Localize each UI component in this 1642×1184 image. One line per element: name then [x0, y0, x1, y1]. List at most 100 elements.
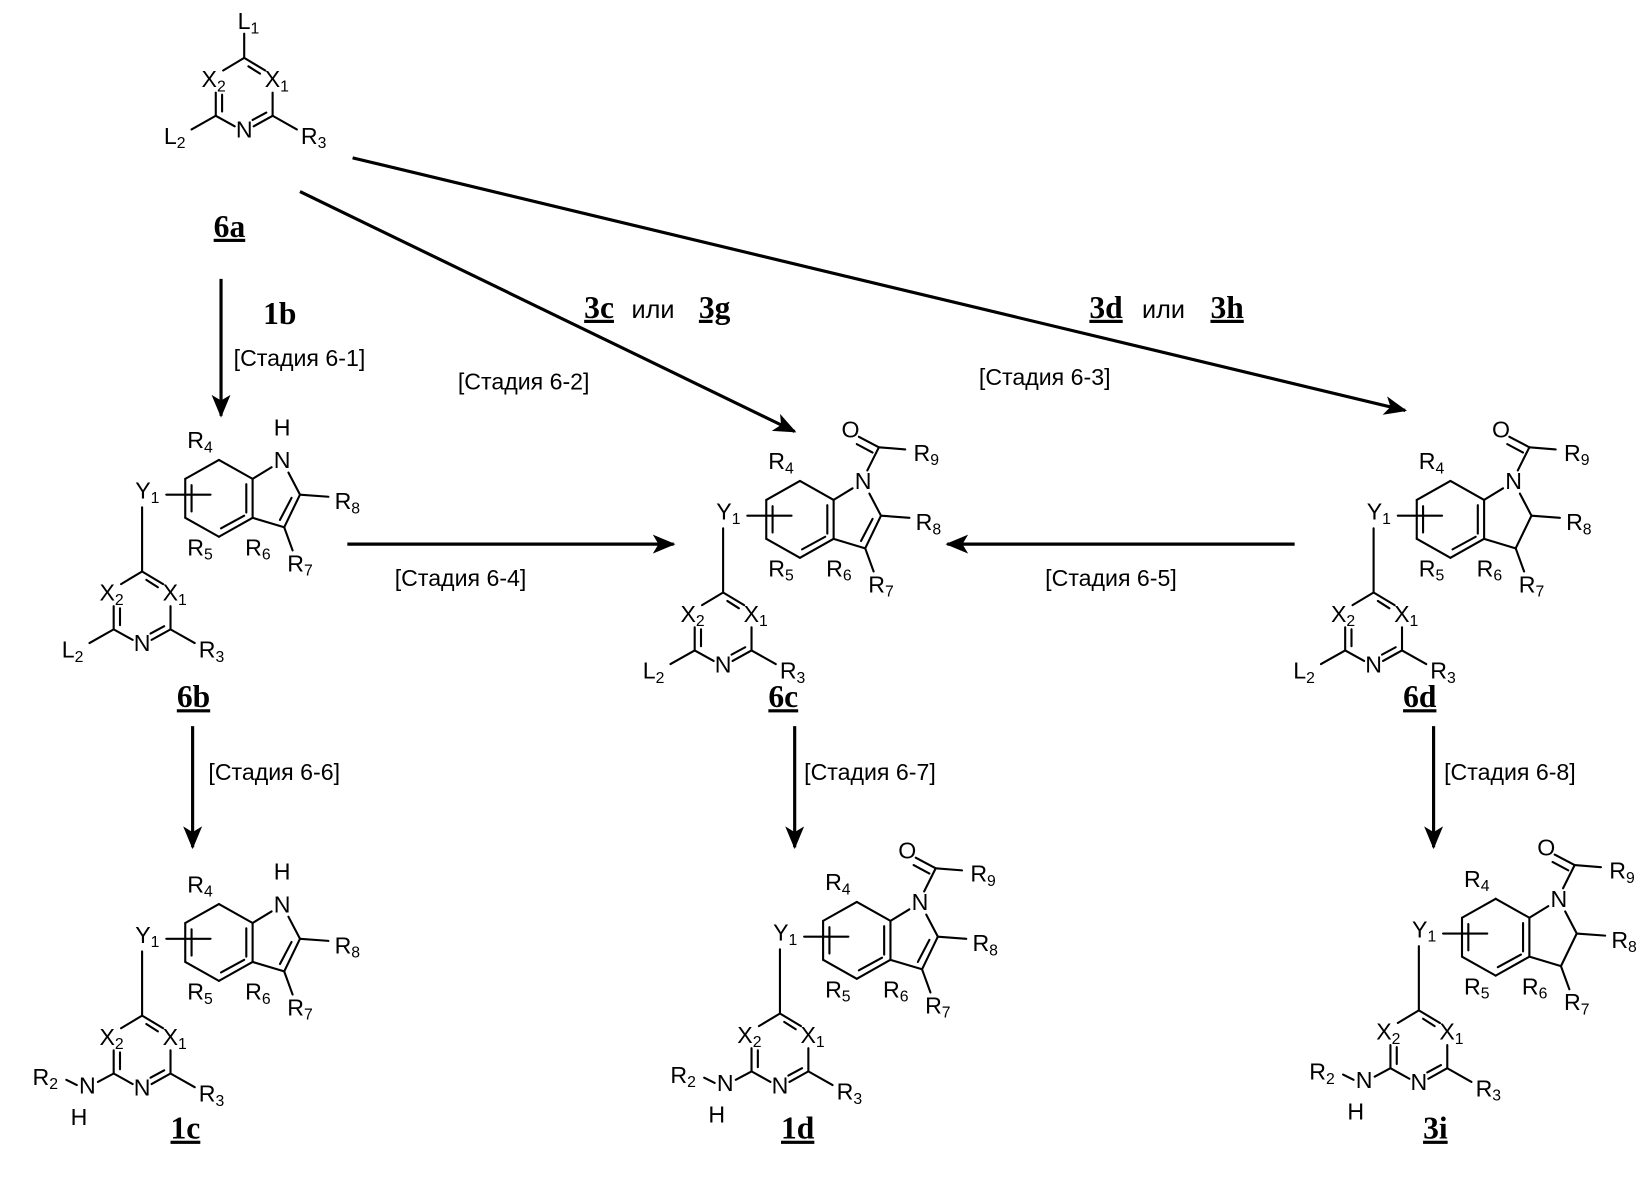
- bond: [922, 969, 930, 992]
- atom-label-y1: Y1: [135, 922, 159, 951]
- atom-label-r4: R4: [1419, 448, 1445, 477]
- atom-label-y1: Y1: [135, 478, 159, 507]
- stage-6-3-label: [Стадия 6-3]: [979, 364, 1111, 390]
- atom-label-nh-n: N: [717, 1070, 734, 1096]
- bond: [221, 516, 244, 529]
- bond: [1321, 650, 1345, 664]
- bond: [1553, 862, 1569, 870]
- bond: [1565, 911, 1577, 933]
- stage-6-4-label: [Стадия 6-4]: [395, 565, 527, 591]
- bond: [1353, 593, 1374, 606]
- bond: [253, 467, 272, 479]
- atom-label-o: O: [1537, 834, 1555, 860]
- stage-6-8-label: [Стадия 6-8]: [1444, 759, 1576, 785]
- bond: [1516, 548, 1524, 571]
- atom-label-x1: X1: [744, 601, 768, 630]
- bond: [221, 960, 244, 973]
- bond: [922, 937, 938, 970]
- compound-6c: NR8R7R6R5R4OR9Y1X2X1NR3L2: [643, 417, 942, 687]
- atom-label-r7: R7: [1519, 571, 1545, 600]
- atom-label-r3: R3: [1476, 1075, 1502, 1104]
- atom-label-r2: R2: [33, 1064, 59, 1093]
- bond: [865, 548, 873, 571]
- or-conjunction: или: [632, 296, 675, 324]
- atom-label-l2: L2: [164, 123, 186, 152]
- bond: [1577, 934, 1605, 936]
- bond: [1529, 447, 1555, 449]
- bond: [736, 1071, 752, 1079]
- compound-1d: NR8R7R6R5R4OR9Y1X2X1NR3NR2H: [670, 838, 998, 1128]
- bond: [869, 494, 881, 516]
- bond: [780, 1014, 801, 1027]
- or-conjunction: или: [1142, 296, 1185, 324]
- atom-label-x1: X1: [800, 1022, 824, 1051]
- bond: [723, 593, 744, 606]
- atom-label-r3: R3: [837, 1079, 863, 1108]
- bond: [253, 113, 267, 120]
- bond: [857, 902, 891, 921]
- bond: [1462, 899, 1496, 918]
- reagent-3h-label: 3h: [1210, 290, 1244, 325]
- compound-3i-label: 3i: [1423, 1111, 1448, 1146]
- atom-label-x1: X1: [163, 1024, 187, 1053]
- bond: [1484, 539, 1516, 548]
- bond: [865, 516, 881, 549]
- bond: [802, 537, 825, 550]
- atom-label-r2: R2: [670, 1062, 696, 1091]
- atom-label-r9: R9: [1564, 440, 1590, 469]
- stage-6-5-label: [Стадия 6-5]: [1045, 565, 1177, 591]
- bond: [114, 629, 133, 640]
- bond: [670, 650, 694, 664]
- atom-label-r6: R6: [826, 556, 852, 585]
- atom-label-r6: R6: [883, 977, 909, 1006]
- atom-label-nh-h: H: [708, 1102, 725, 1128]
- atom-label-nh-h: H: [71, 1104, 88, 1130]
- atom-label-nh-n: N: [79, 1072, 96, 1098]
- bond: [1447, 1068, 1471, 1082]
- atom-label-nh-h: H: [1347, 1099, 1364, 1125]
- atom-label-y1: Y1: [773, 920, 797, 949]
- bond: [284, 527, 292, 550]
- atom-label-r8: R8: [916, 509, 942, 538]
- bond: [914, 865, 930, 873]
- bond: [288, 917, 300, 939]
- stage-6-1-label: [Стадия 6-1]: [234, 345, 366, 371]
- bond: [752, 1071, 771, 1082]
- compound-6d-label: 6d: [1403, 679, 1437, 714]
- bond: [1561, 966, 1569, 989]
- bond: [192, 116, 216, 130]
- bond: [1419, 1010, 1440, 1023]
- atom-label-r5: R5: [768, 556, 794, 585]
- compound-6c-label: 6c: [768, 679, 798, 714]
- atom-label-n: N: [1550, 886, 1567, 912]
- bond: [1531, 516, 1559, 518]
- atom-label-h: H: [274, 859, 291, 885]
- bond: [808, 1071, 832, 1085]
- bond: [142, 571, 163, 584]
- atom-label-r3: R3: [301, 123, 327, 152]
- stage-6-2-label: [Стадия 6-2]: [458, 368, 590, 394]
- atom-label-r6: R6: [245, 534, 271, 563]
- bond: [121, 571, 142, 584]
- bond: [273, 116, 297, 130]
- atom-label-r6: R6: [245, 979, 271, 1008]
- atom-label-r3: R3: [199, 1081, 225, 1110]
- atom-label-y1: Y1: [716, 499, 740, 528]
- atom-label-ring-n: N: [134, 630, 151, 656]
- bond: [300, 939, 328, 941]
- compound-6d: NR8R7R6R5R4OR9Y1X2X1NR3L2: [1293, 417, 1592, 687]
- reagent-1b-label: 1b: [263, 296, 296, 331]
- reagent-3c-label: 3c: [584, 290, 614, 325]
- bond: [938, 937, 966, 939]
- bond: [284, 971, 292, 994]
- bond: [1382, 647, 1396, 654]
- bond: [732, 647, 746, 654]
- atom-label-r9: R9: [1609, 858, 1635, 887]
- bond: [1427, 1065, 1441, 1072]
- atom-label-n: N: [274, 447, 291, 473]
- atom-label-r6: R6: [1522, 973, 1548, 1002]
- atom-label-r7: R7: [287, 994, 313, 1023]
- bond: [223, 58, 244, 71]
- bond: [859, 958, 882, 971]
- bond: [857, 444, 873, 452]
